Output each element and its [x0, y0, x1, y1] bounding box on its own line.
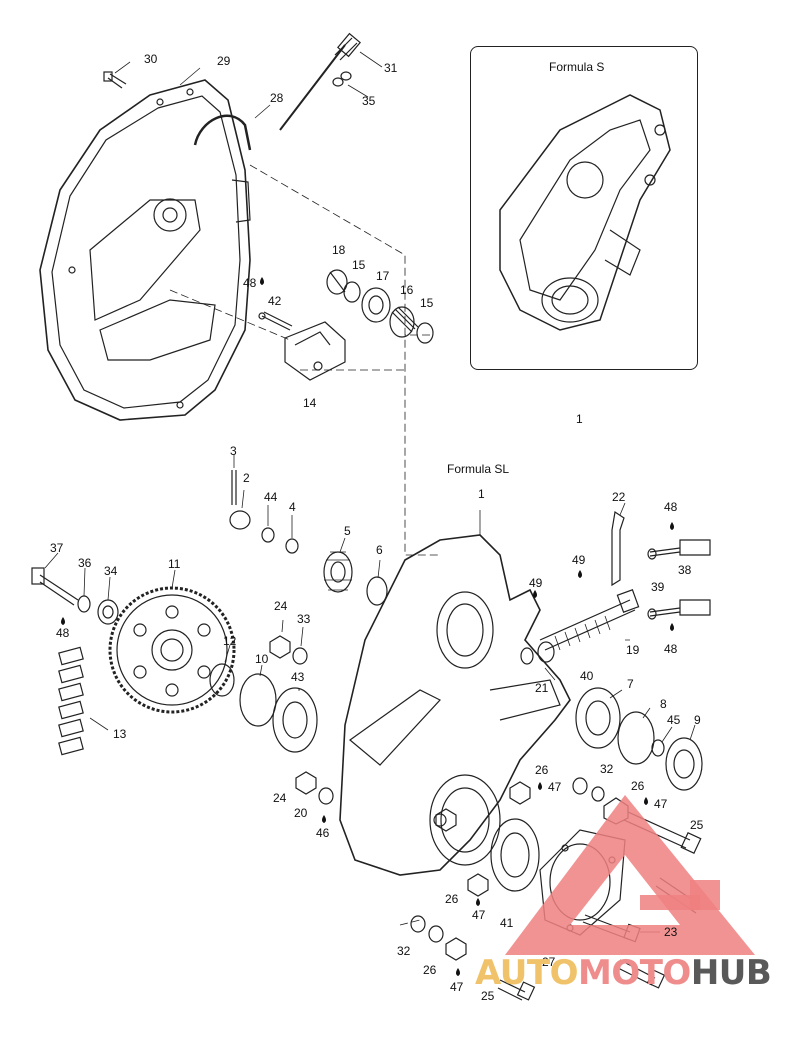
- callout-14: 14: [303, 396, 317, 410]
- callout-25a: 25: [690, 818, 704, 832]
- callout-18: 18: [332, 243, 346, 257]
- callout-5: 5: [344, 524, 351, 538]
- callout-26b: 26: [631, 779, 645, 793]
- callout-34: 34: [104, 564, 118, 578]
- callout-26c: 26: [445, 892, 459, 906]
- lubricant-drop-icons: [61, 277, 674, 976]
- main-title: Formula SL: [447, 462, 510, 476]
- callout-26a: 26: [535, 763, 549, 777]
- callout-29: 29: [217, 54, 231, 68]
- callout-48d: 48: [664, 642, 678, 656]
- callout-37: 37: [50, 541, 64, 555]
- callout-24a: 24: [274, 599, 288, 613]
- callout-4: 4: [289, 500, 296, 514]
- callout-3: 3: [230, 444, 237, 458]
- callout-33: 33: [297, 612, 311, 626]
- inset-ref-number: 1: [576, 412, 583, 426]
- callout-7: 7: [627, 677, 634, 691]
- callout-19: 19: [626, 643, 640, 657]
- callout-2: 2: [243, 471, 250, 485]
- callout-10: 10: [255, 652, 269, 666]
- callout-24b: 24: [273, 791, 287, 805]
- callout-23: 23: [664, 925, 678, 939]
- tensioner-block: [284, 321, 346, 381]
- callout-9: 9: [694, 713, 701, 727]
- callout-21: 21: [535, 681, 549, 695]
- cable: [193, 114, 252, 151]
- callout-11: 11: [168, 557, 181, 571]
- watermark-text: AUTOMOTOHUB: [475, 953, 772, 993]
- callout-49b: 49: [529, 576, 543, 590]
- formula-sl-housing: [339, 510, 571, 876]
- callout-35: 35: [362, 94, 376, 108]
- callout-16: 16: [400, 283, 414, 297]
- callout-48b: 48: [56, 626, 70, 640]
- callout-36: 36: [78, 556, 92, 570]
- callout-1: 1: [478, 487, 485, 501]
- formula-s-housing: [499, 94, 671, 331]
- callout-17: 17: [376, 269, 390, 283]
- callout-41: 41: [500, 916, 514, 930]
- callout-49a: 49: [572, 553, 586, 567]
- chain: [58, 646, 84, 756]
- chaincase-cover: [39, 79, 251, 421]
- callout-32b: 32: [397, 944, 411, 958]
- callout-45: 45: [667, 713, 681, 727]
- callout-48c: 48: [664, 500, 678, 514]
- callout-31: 31: [384, 61, 398, 75]
- callout-28: 28: [270, 91, 284, 105]
- callout-8: 8: [660, 697, 667, 711]
- callout-15b: 15: [420, 296, 434, 310]
- callout-40: 40: [580, 669, 594, 683]
- callout-25b: 25: [481, 989, 495, 1003]
- callout-32a: 32: [600, 762, 614, 776]
- callout-46: 46: [316, 826, 330, 840]
- callout-12: 12: [223, 634, 237, 648]
- callout-13: 13: [113, 727, 127, 741]
- callout-15a: 15: [352, 258, 366, 272]
- callout-6: 6: [376, 543, 383, 557]
- watermark-logo-icon: [505, 795, 755, 955]
- small-sprocket: [323, 551, 353, 593]
- callout-27: 27: [542, 955, 556, 969]
- callout-47c: 47: [472, 908, 486, 922]
- callout-48a: 48: [243, 276, 257, 290]
- callout-43: 43: [291, 670, 305, 684]
- callout-47b: 47: [654, 797, 668, 811]
- callout-30: 30: [144, 52, 158, 66]
- formula-s-inset: [470, 46, 698, 370]
- bearing-group: [326, 269, 434, 344]
- callout-42: 42: [268, 294, 282, 308]
- callout-47a: 47: [548, 780, 562, 794]
- callout-39: 39: [651, 580, 665, 594]
- callout-26d: 26: [423, 963, 437, 977]
- callout-47d: 47: [450, 980, 464, 994]
- callout-38: 38: [678, 563, 692, 577]
- callout-44: 44: [264, 490, 278, 504]
- inset-title: Formula S: [549, 60, 605, 74]
- callout-20: 20: [294, 806, 308, 820]
- callout-22: 22: [612, 490, 626, 504]
